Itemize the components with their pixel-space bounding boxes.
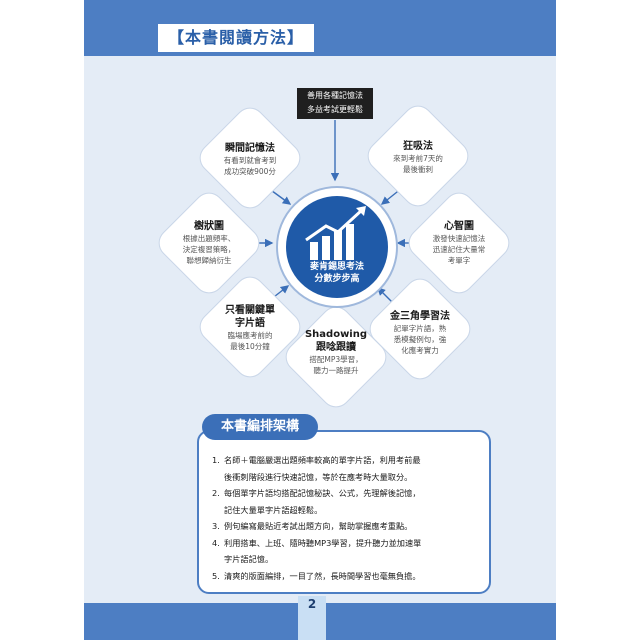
item-line: 利用搭車、上班、隨時聽MP3學習，提升聽力並加速單 xyxy=(224,537,422,548)
center-circle xyxy=(286,196,388,298)
method-desc: 記單字片語，熟 xyxy=(393,324,447,333)
arrow-bottom-right xyxy=(377,287,393,303)
method-desc: 最後10分鐘 xyxy=(230,342,270,351)
list-item: 4. 利用搭車、上班、隨時聽MP3學習，提升聽力並加速單 字片語記憶。 xyxy=(212,535,480,568)
method-desc: 聯想歸納衍生 xyxy=(186,256,232,265)
center-title: 麥肯錫思考法 分數步步高 xyxy=(286,261,388,285)
top-note-box: 善用各種記憶法 多益考試更輕鬆 xyxy=(297,88,373,119)
method-tree-diagram: 樹狀圖 根據出題頻率、 決定複習策略， 聯想歸納衍生 xyxy=(154,220,264,266)
method-desc: 考單字 xyxy=(447,256,471,265)
center-line: 分數步步高 xyxy=(314,274,360,284)
method-desc: 決定複習策略， xyxy=(182,245,236,254)
method-title: 瞬間記憶法 xyxy=(225,143,275,154)
method-desc: 激發快速記憶法 xyxy=(432,234,486,243)
structure-box xyxy=(197,430,491,594)
method-desc: 最後衝刺 xyxy=(403,165,433,174)
method-instant-memory: 瞬間記憶法 有看到就會考到 成功突破900分 xyxy=(195,142,305,177)
item-line: 每個單字片語均搭配記憶秘訣、公式，先理解後記憶， xyxy=(224,488,421,498)
method-desc: 成功突破900分 xyxy=(224,167,276,176)
top-note-line: 多益考試更輕鬆 xyxy=(307,105,363,114)
bar-chart-arrow-icon xyxy=(305,206,366,260)
item-number: 1. xyxy=(212,455,220,465)
method-title: 樹狀圖 xyxy=(194,221,224,232)
item-line: 記住大量單字片語超輕鬆。 xyxy=(224,504,323,515)
item-number: 4. xyxy=(212,537,220,548)
method-desc: 有看到就會考到 xyxy=(223,156,277,165)
method-desc: 來到考前7天的 xyxy=(393,154,443,163)
method-title: 跟唸跟讀 xyxy=(316,342,356,353)
list-item: 3. 例句編寫最貼近考試出題方向，幫助掌握應考重點。 xyxy=(212,518,480,535)
item-number: 5. xyxy=(212,570,220,581)
method-title: 金三角學習法 xyxy=(390,311,450,322)
method-desc: 搭配MP3學習， xyxy=(309,355,363,364)
list-item: 1. 名師＋電腦嚴選出題頻率較高的單字片語，利用考前最 後衝刺階段進行快速記憶，… xyxy=(212,452,480,485)
list-item: 2. 每個單字片語均搭配記憶秘訣、公式，先理解後記憶， 記住大量單字片語超輕鬆。 xyxy=(212,485,480,518)
method-desc: 聽力一路提升 xyxy=(313,366,359,375)
top-note-line: 善用各種記憶法 xyxy=(307,91,363,100)
structure-list: 1. 名師＋電腦嚴選出題頻率較高的單字片語，利用考前最 後衝刺階段進行快速記憶，… xyxy=(212,452,480,584)
item-number: 2. xyxy=(212,488,220,498)
item-line: 後衝刺階段進行快速記憶，等於在應考時大量取分。 xyxy=(224,471,413,482)
center-line: 麥肯錫思考法 xyxy=(309,262,364,272)
method-title: 狂吸法 xyxy=(403,141,433,152)
item-number: 3. xyxy=(212,521,220,531)
method-desc: 迅速記住大量常 xyxy=(432,245,486,254)
method-key-words: 只看關鍵單 字片語 臨場應考前的 最後10分鐘 xyxy=(195,304,305,352)
item-line: 例句編寫最貼近考試出題方向，幫助掌握應考重點。 xyxy=(224,521,413,531)
structure-heading: 本書編排架構 xyxy=(202,414,318,440)
method-shadowing: Shadowing 跟唸跟讀 搭配MP3學習， 聽力一路提升 xyxy=(281,328,391,376)
item-line: 名師＋電腦嚴選出題頻率較高的單字片語，利用考前最 xyxy=(224,455,421,465)
method-title: 只看關鍵單 xyxy=(225,305,275,316)
method-title: 心智圖 xyxy=(444,221,474,232)
method-golden-triangle: 金三角學習法 記單字片語，熟 悉模擬例句，強 化應考實力 xyxy=(365,310,475,356)
method-title: 字片語 xyxy=(235,318,265,329)
method-desc: 根據出題頻率、 xyxy=(182,234,236,243)
method-desc: 臨場應考前的 xyxy=(227,331,273,340)
method-mind-map: 心智圖 激發快速記憶法 迅速記住大量常 考單字 xyxy=(404,220,514,266)
item-line: 字片語記憶。 xyxy=(224,554,274,564)
item-line: 清爽的版面編排，一目了然，長時間學習也毫無負擔。 xyxy=(224,570,421,581)
left-margin xyxy=(0,0,84,640)
method-title: Shadowing xyxy=(304,329,368,340)
method-desc: 化應考實力 xyxy=(401,346,439,355)
page-title: 【本書閱讀方法】 xyxy=(158,24,315,52)
page-number: 2 xyxy=(298,596,326,640)
list-item: 5. 清爽的版面編排，一目了然，長時間學習也毫無負擔。 xyxy=(212,568,480,585)
method-desc: 悉模擬例句，強 xyxy=(393,335,447,344)
method-absorb: 狂吸法 來到考前7天的 最後衝刺 xyxy=(363,140,473,175)
